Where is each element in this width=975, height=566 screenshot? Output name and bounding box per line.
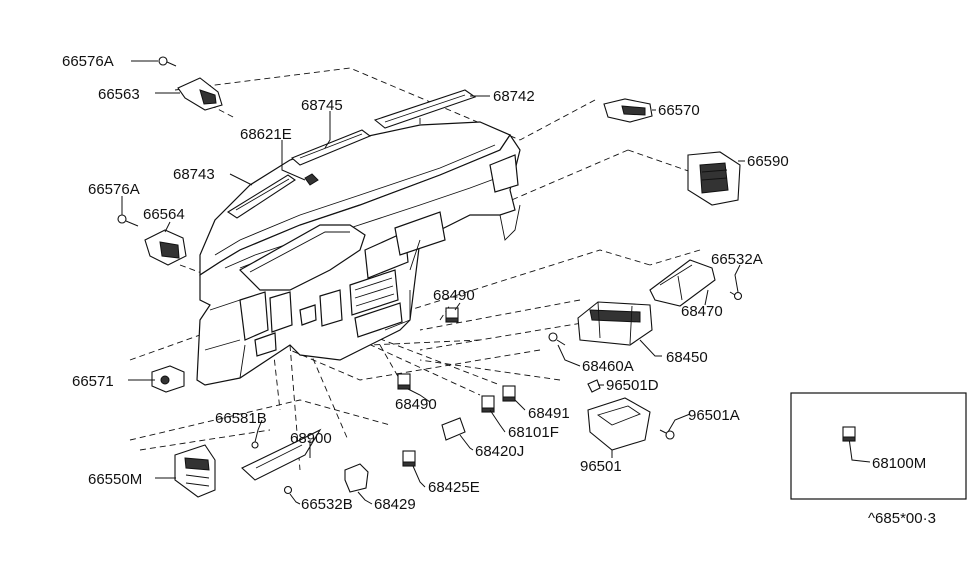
screw-66576A-top	[158, 56, 177, 67]
clip-66581B	[251, 441, 259, 449]
audio-unit-68450	[577, 301, 653, 346]
label-96501D: 96501D	[606, 377, 659, 394]
side-defroster-68743	[226, 174, 296, 219]
screw-68460A	[548, 332, 566, 346]
vent-66590	[687, 151, 741, 206]
label-66564: 66564	[143, 206, 185, 223]
switch-68490-bottom	[397, 373, 411, 390]
switch-68425E	[402, 450, 416, 467]
switch-68490-top	[445, 307, 459, 323]
screw-66532A	[729, 291, 743, 301]
vent-66570	[603, 98, 653, 123]
label-66576A-mid: 66576A	[88, 181, 140, 198]
label-68429: 68429	[374, 496, 416, 513]
label-68490-bottom: 68490	[395, 396, 437, 413]
switch-68420J	[441, 417, 466, 441]
instrument-panel-body	[196, 121, 521, 386]
label-68450: 68450	[666, 349, 708, 366]
switch-68101F	[481, 395, 495, 413]
label-66532B: 66532B	[301, 496, 353, 513]
label-68425E: 68425E	[428, 479, 480, 496]
label-66571: 66571	[72, 373, 114, 390]
label-66563: 66563	[98, 86, 140, 103]
label-68900: 68900	[290, 430, 332, 447]
side-vent-66564	[144, 229, 187, 266]
inset-box	[790, 392, 967, 500]
label-68490-top: 68490	[433, 287, 475, 304]
screw-66532B	[283, 485, 293, 495]
label-68420J: 68420J	[475, 443, 524, 460]
switch-66571	[151, 365, 185, 393]
switch-68491	[502, 385, 516, 402]
label-68100M: 68100M	[872, 455, 926, 472]
component-parts	[117, 56, 743, 498]
label-68470: 68470	[681, 303, 723, 320]
tray-68900	[241, 428, 322, 481]
label-68491: 68491	[528, 405, 570, 422]
label-68743: 68743	[173, 166, 215, 183]
label-96501: 96501	[580, 458, 622, 475]
label-66581B: 66581B	[215, 410, 267, 427]
label-96501A: 96501A	[688, 407, 740, 424]
footer-code: ^685*00·3	[868, 510, 936, 527]
bracket-96501	[587, 397, 651, 451]
part-labels: 66576A 66563 68745 68742 68621E 66570 68…	[62, 53, 936, 527]
label-66570: 66570	[658, 102, 700, 119]
screw-96501A	[659, 429, 675, 440]
screw-66576A-mid	[117, 214, 139, 227]
switch-68429	[344, 463, 369, 493]
control-unit-66550M	[174, 444, 216, 498]
clip-68621E	[304, 173, 319, 186]
bracket-68470	[649, 259, 716, 307]
label-68460A: 68460A	[582, 358, 634, 375]
label-66532A: 66532A	[711, 251, 763, 268]
label-68742: 68742	[493, 88, 535, 105]
clip-96501D	[587, 379, 601, 393]
defroster-grille-68745	[290, 129, 372, 166]
switch-68100M	[842, 426, 856, 442]
label-66590: 66590	[747, 153, 789, 170]
label-66576A-top: 66576A	[62, 53, 114, 70]
label-68745: 68745	[301, 97, 343, 114]
side-vent-66563	[177, 77, 223, 111]
label-68101F: 68101F	[508, 424, 559, 441]
defroster-grille-68742	[373, 89, 477, 129]
label-66550M: 66550M	[88, 471, 142, 488]
leader-lines	[121, 60, 871, 505]
label-68621E: 68621E	[240, 126, 292, 143]
